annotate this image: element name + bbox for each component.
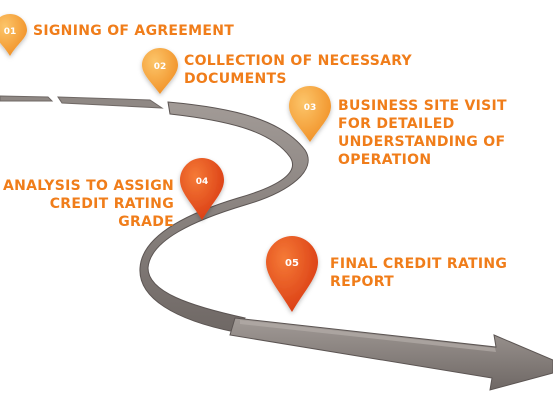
pin-marker-icon bbox=[0, 14, 27, 56]
road-segment-near bbox=[57, 96, 164, 109]
road-arrow-highlight bbox=[240, 320, 496, 352]
pin-marker-icon bbox=[142, 48, 178, 94]
pin-number: 03 bbox=[304, 103, 317, 113]
road-segment-far bbox=[0, 95, 54, 102]
road-curve bbox=[139, 101, 309, 333]
step-pin-5: 05 bbox=[266, 236, 318, 312]
winding-road bbox=[0, 95, 553, 391]
step-pin-1: 01 bbox=[0, 14, 27, 56]
pin-number: 05 bbox=[285, 258, 299, 269]
pin-number: 01 bbox=[4, 27, 17, 37]
pin-number: 02 bbox=[154, 62, 167, 72]
pin-marker-icon bbox=[289, 86, 331, 142]
step-pin-2: 02 bbox=[142, 48, 178, 94]
pin-marker-icon bbox=[180, 158, 224, 220]
road-arrow bbox=[229, 317, 553, 391]
step-pin-3: 03 bbox=[289, 86, 331, 142]
step-pin-4: 04 bbox=[180, 158, 224, 220]
pin-marker-icon bbox=[266, 236, 318, 312]
step-1-label: SIGNING OF AGREEMENT bbox=[33, 23, 235, 39]
pin-number: 04 bbox=[196, 177, 209, 187]
